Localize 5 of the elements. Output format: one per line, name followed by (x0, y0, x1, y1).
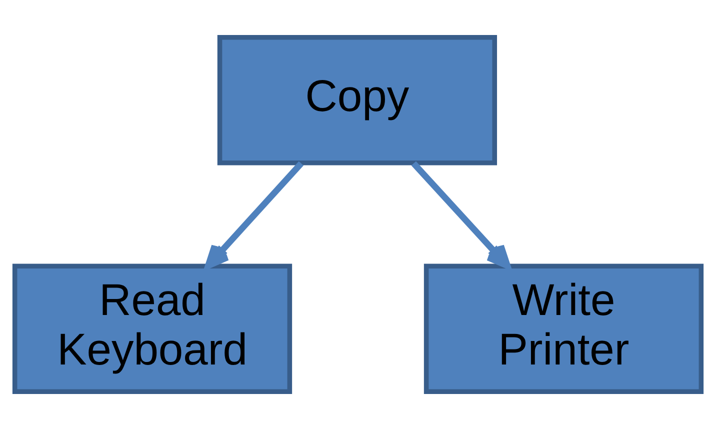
node-box: Write Printer (424, 264, 704, 394)
node-box: Read Keyboard (12, 264, 292, 394)
node-box: Copy (217, 34, 498, 166)
arrow (411, 161, 511, 269)
arrow (205, 161, 304, 269)
